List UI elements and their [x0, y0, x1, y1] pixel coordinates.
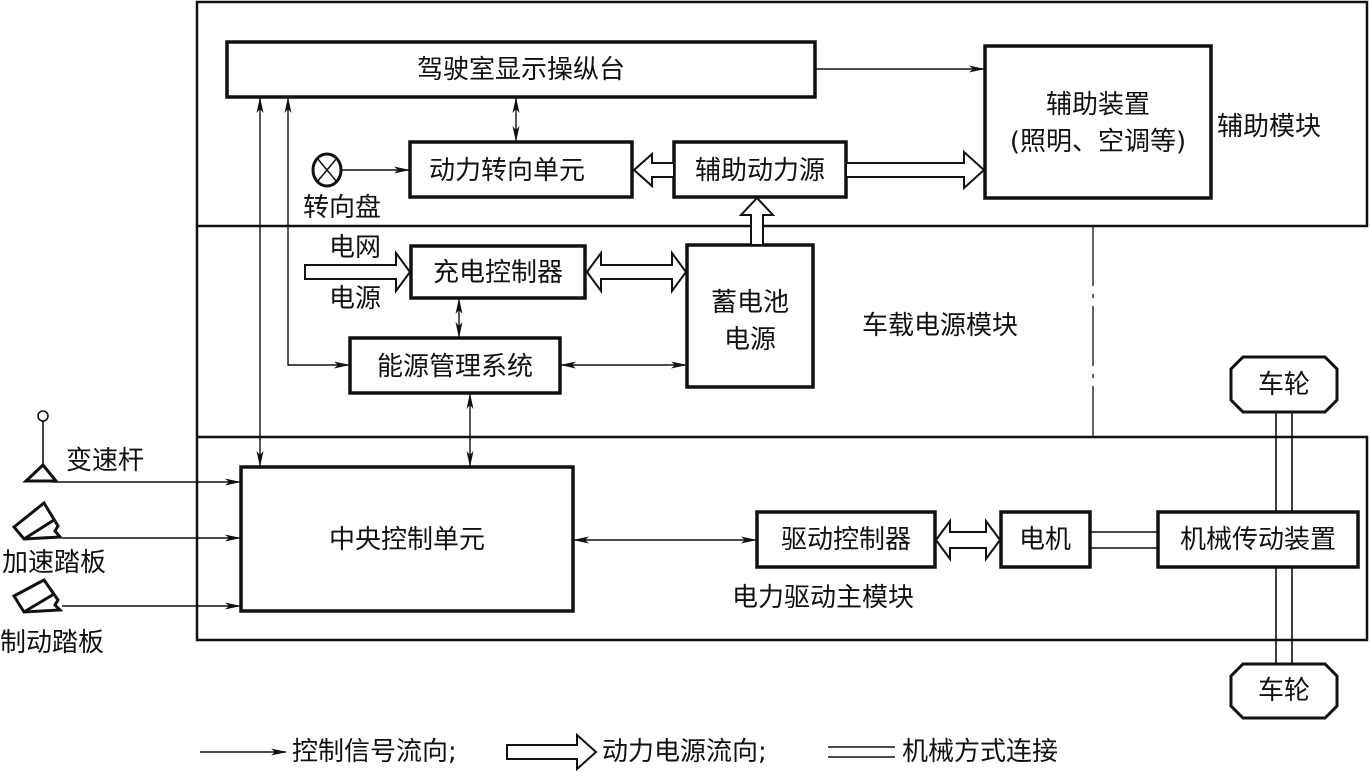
legend: 控制信号流向; 动力电源流向; 机械方式连接	[200, 732, 1058, 772]
gear-lever-label: 变速杆	[66, 446, 144, 476]
legend-mech-label: 机械方式连接	[902, 737, 1058, 767]
battery-label-2: 电源	[724, 325, 776, 355]
accel-pedal-label: 加速踏板	[2, 548, 106, 578]
grid-label-1: 电网	[329, 233, 381, 263]
wheel-top: 车轮	[1229, 355, 1339, 414]
mech-transmission-label: 机械传动装置	[1180, 525, 1336, 555]
battery-label-1: 蓄电池	[711, 288, 789, 318]
aux-power-source-label: 辅助动力源	[695, 156, 825, 186]
power-arrow-charger-battery	[585, 249, 688, 295]
auxiliary-module-label: 辅助模块	[1217, 112, 1321, 142]
power-arrow-battery-to-aux	[738, 196, 776, 246]
wheel-bottom: 车轮	[1229, 662, 1339, 720]
aux-device-label-1: 辅助装置	[1046, 90, 1150, 120]
cab-console-label: 驾驶室显示操纵台	[417, 55, 625, 85]
power-module-label: 车载电源模块	[862, 311, 1018, 341]
charge-controller-label: 充电控制器	[433, 258, 563, 288]
signal-console-ems	[284, 97, 350, 369]
motor-block: 电机	[999, 510, 1092, 569]
wheel-bottom-label: 车轮	[1258, 676, 1310, 706]
grid-label-2: 电源	[329, 284, 381, 314]
mech-link-wheel-bottom	[1275, 567, 1293, 664]
legend-signal-label: 控制信号流向;	[292, 737, 457, 767]
auxiliary-module-frame	[195, 0, 1369, 228]
legend-power-label: 动力电源流向;	[602, 737, 767, 767]
brake-pedal-label: 制动踏板	[0, 628, 104, 658]
power-steering-label: 动力转向单元	[429, 156, 585, 186]
aux-device-block: 辅助装置 (照明、空调等)	[983, 44, 1213, 200]
drive-module-label: 电力驱动主模块	[732, 583, 914, 613]
power-arrow-drivectrl-motor	[934, 517, 1002, 563]
central-control-label: 中央控制单元	[329, 525, 485, 555]
power-arrow-aux-to-device	[845, 149, 986, 191]
power-arrow-aux-to-steering	[632, 151, 675, 189]
charge-controller-block: 充电控制器	[409, 244, 587, 300]
steering-wheel-icon	[311, 152, 343, 188]
energy-management-block: 能源管理系统	[348, 336, 562, 395]
mech-link-motor-transmission	[1090, 531, 1158, 549]
steering-wheel-label: 转向盘	[303, 193, 381, 223]
brake-pedal-icon	[11, 578, 64, 614]
wheel-top-label: 车轮	[1258, 370, 1310, 400]
mech-transmission-block: 机械传动装置	[1156, 510, 1360, 569]
cab-console-block: 驾驶室显示操纵台	[225, 40, 817, 99]
energy-management-label: 能源管理系统	[377, 352, 533, 382]
legend-power-arrow-icon	[506, 732, 598, 772]
battery-block: 蓄电池 电源	[685, 243, 815, 389]
gear-lever-icon	[22, 410, 60, 483]
aux-device-label-2: (照明、空调等)	[1010, 127, 1186, 157]
central-control-block: 中央控制单元	[239, 465, 575, 613]
aux-power-source-block: 辅助动力源	[672, 140, 848, 199]
accel-pedal-icon	[11, 500, 64, 541]
power-steering-block: 动力转向单元	[408, 140, 634, 199]
mech-link-wheel-top	[1275, 412, 1293, 512]
drive-controller-block: 驱动控制器	[755, 510, 937, 569]
motor-label: 电机	[1019, 525, 1071, 555]
drive-controller-label: 驱动控制器	[781, 525, 911, 555]
